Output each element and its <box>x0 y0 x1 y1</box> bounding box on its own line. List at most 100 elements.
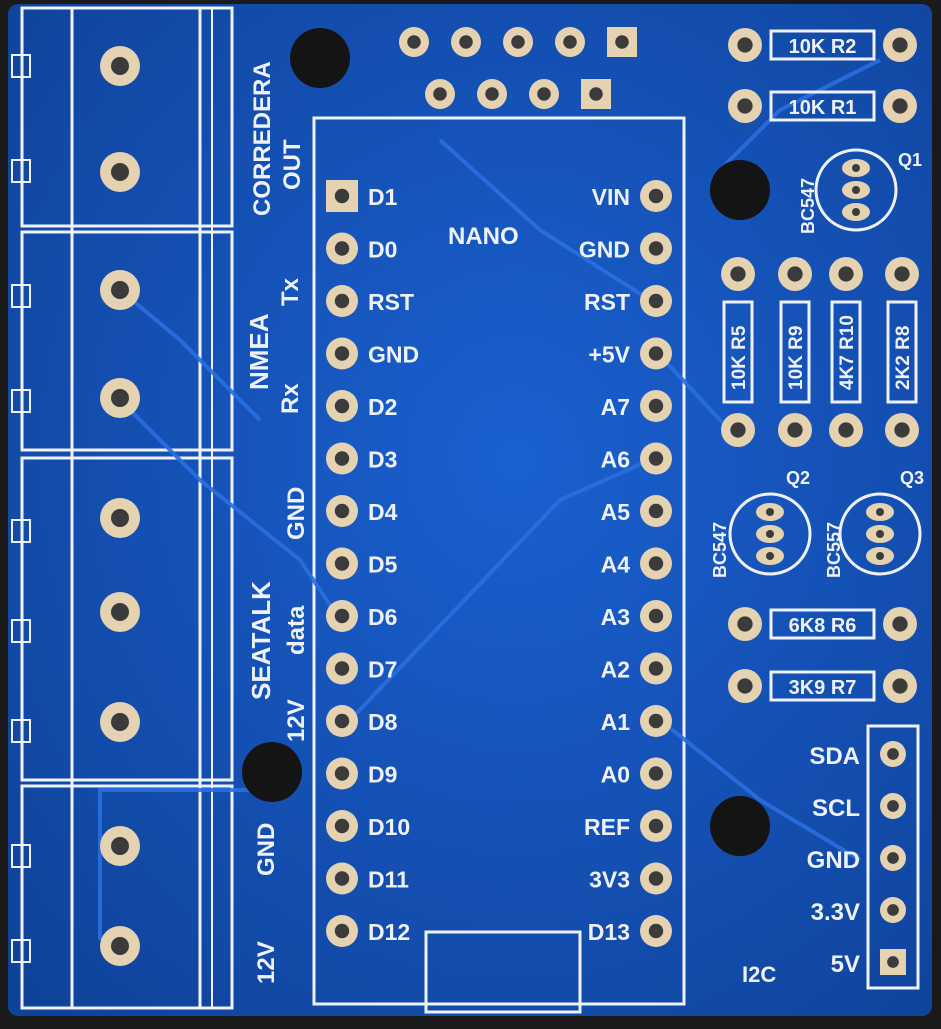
drill-hole <box>648 818 664 834</box>
nmea-label: NMEA <box>244 313 274 390</box>
nano-right-pin-label: 3V3 <box>589 867 630 893</box>
i2c-pin-label: 5V <box>831 951 860 978</box>
resistor-r8-label: 2K2 R8 <box>893 326 914 390</box>
drill-hole <box>887 800 899 812</box>
drill-hole <box>648 713 664 729</box>
drill-hole <box>766 552 774 560</box>
drill-hole <box>111 837 129 855</box>
drill-hole <box>838 266 854 282</box>
resistor-r5-label: 10K R5 <box>729 325 750 390</box>
drill-hole <box>787 266 803 282</box>
usb-connector-outline <box>424 930 582 1014</box>
drill-hole <box>887 904 899 916</box>
nano-left-pin-label: D4 <box>368 499 398 525</box>
drill-hole <box>766 508 774 516</box>
i2c-pin-label: SDA <box>809 743 860 770</box>
nano-left-pin-label: D12 <box>368 919 410 945</box>
resistor-outline <box>769 670 876 702</box>
drill-hole <box>111 937 129 955</box>
resistor-outline <box>830 300 862 404</box>
i2c-title: I2C <box>742 962 776 987</box>
drill-hole <box>648 293 664 309</box>
drill-hole <box>111 281 129 299</box>
seatalk-data-label: data <box>283 605 310 655</box>
mounting-holes <box>242 28 770 856</box>
nano-right-pin-label: A6 <box>601 447 630 473</box>
nano-left-pin-label: D9 <box>368 762 397 788</box>
drill-hole <box>737 678 753 694</box>
i2c-header-outline <box>866 724 920 990</box>
nano-footprint-outline <box>312 116 686 1006</box>
nmea-rx-label: Rx <box>277 383 304 414</box>
nano-left-pin-label: D2 <box>368 394 397 420</box>
drill-hole <box>615 35 629 49</box>
drill-hole <box>648 503 664 519</box>
resistor-r7-label: 3K9 R7 <box>789 677 857 699</box>
drill-hole <box>563 35 577 49</box>
nano-left-pin-label: D6 <box>368 604 397 630</box>
drill-hole <box>894 266 910 282</box>
drill-hole <box>648 661 664 676</box>
drill-hole <box>737 37 753 53</box>
nano-right-pin-label: VIN <box>592 184 630 210</box>
nano-right-pin-label: A2 <box>601 657 630 683</box>
drill-hole <box>511 35 525 49</box>
drill-hole <box>887 956 899 968</box>
drill-hole <box>111 163 129 181</box>
drill-hole <box>589 87 603 101</box>
resistor-outline <box>779 300 811 404</box>
terminal-notch <box>11 719 31 743</box>
screw-terminal-blocks <box>20 6 234 1010</box>
resistor-outline <box>886 300 918 404</box>
nano-right-pin-label: RST <box>584 289 630 315</box>
drill-hole <box>737 616 753 632</box>
drill-hole <box>111 509 129 527</box>
drill-hole <box>787 422 803 438</box>
resistor-r9-label: 10K R9 <box>786 326 807 390</box>
drill-hole <box>111 57 129 75</box>
drill-hole <box>892 98 908 114</box>
drill-hole <box>648 608 664 624</box>
terminal-notch <box>11 519 31 543</box>
terminal-notch <box>11 284 31 308</box>
drill-hole <box>876 508 884 516</box>
drill-hole <box>648 241 664 256</box>
resistor-outline <box>769 90 876 122</box>
drill-hole <box>334 871 350 886</box>
drill-hole <box>334 503 350 519</box>
drill-hole <box>730 266 746 282</box>
nano-left-pin-label: D11 <box>368 867 409 893</box>
drill-hole <box>648 398 664 414</box>
drill-hole <box>334 661 350 676</box>
terminal-notch <box>11 159 31 183</box>
nano-right-pin-label: A7 <box>601 394 630 420</box>
transistor-outline <box>814 148 898 232</box>
mounting-hole <box>290 28 350 88</box>
nano-left-pin-label: D10 <box>368 814 410 840</box>
drill-hole <box>894 422 910 438</box>
drill-hole <box>334 713 350 729</box>
resistor-r1-label: 10K R1 <box>789 97 857 119</box>
power-12v-label: 12V <box>253 941 280 984</box>
nano-left-pin-label: RST <box>368 289 414 315</box>
drill-hole <box>648 871 664 886</box>
nano-right-pin-label: A5 <box>601 499 631 525</box>
seatalk-label: SEATALK <box>246 581 276 700</box>
copper-traces <box>98 58 881 940</box>
drill-hole <box>111 389 129 407</box>
drill-hole <box>648 766 664 781</box>
drill-hole <box>892 616 908 632</box>
nano-right-pin-label: A0 <box>601 762 630 788</box>
mounting-hole <box>242 742 302 802</box>
nano-right-pin-label: +5V <box>588 342 630 368</box>
drill-hole <box>433 87 447 101</box>
nano-left-pin-label: D0 <box>368 237 397 263</box>
nano-left-pin-label: D5 <box>368 552 398 578</box>
transistor-outline <box>838 492 922 576</box>
drill-hole <box>766 530 774 538</box>
drill-hole <box>459 35 473 49</box>
terminal-notch <box>11 939 31 963</box>
seatalk-12v-label: 12V <box>283 699 310 742</box>
nmea-tx-label: Tx <box>277 277 304 306</box>
drill-hole <box>334 556 350 571</box>
